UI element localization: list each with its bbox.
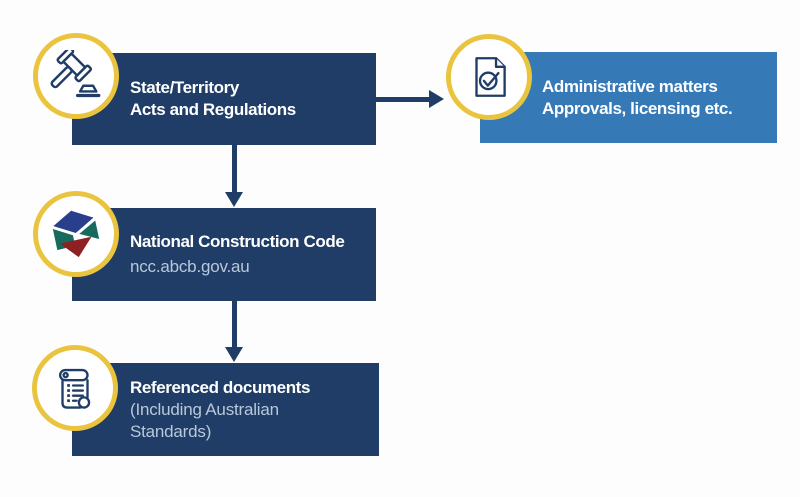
ncc-url-text: ncc.abcb.gov.au (130, 257, 250, 276)
node-title: Acts and Regulations (130, 100, 296, 119)
document-check-badge (446, 34, 532, 120)
node-state-territory-acts: State/Territory Acts and Regulations (72, 53, 376, 145)
node-title: State/Territory (130, 78, 239, 97)
node-title: Approvals, licensing etc. (542, 98, 733, 118)
ncc-cube-badge (33, 191, 119, 277)
gavel-badge (33, 33, 119, 119)
node-title: Referenced documents (130, 377, 310, 397)
ncc-cube-icon (49, 207, 103, 261)
document-check-icon (464, 52, 514, 102)
scroll-icon (50, 363, 100, 413)
node-national-construction-code: National Construction Code ncc.abcb.gov.… (72, 208, 376, 301)
gavel-icon (50, 50, 102, 102)
node-title: National Construction Code (130, 232, 345, 251)
node-title: Administrative matters (542, 76, 718, 96)
node-subtitle: Standards) (130, 421, 212, 441)
node-referenced-documents: Referenced documents (Including Australi… (72, 363, 379, 456)
scroll-badge (32, 345, 118, 431)
node-subtitle: (Including Australian (130, 399, 279, 419)
